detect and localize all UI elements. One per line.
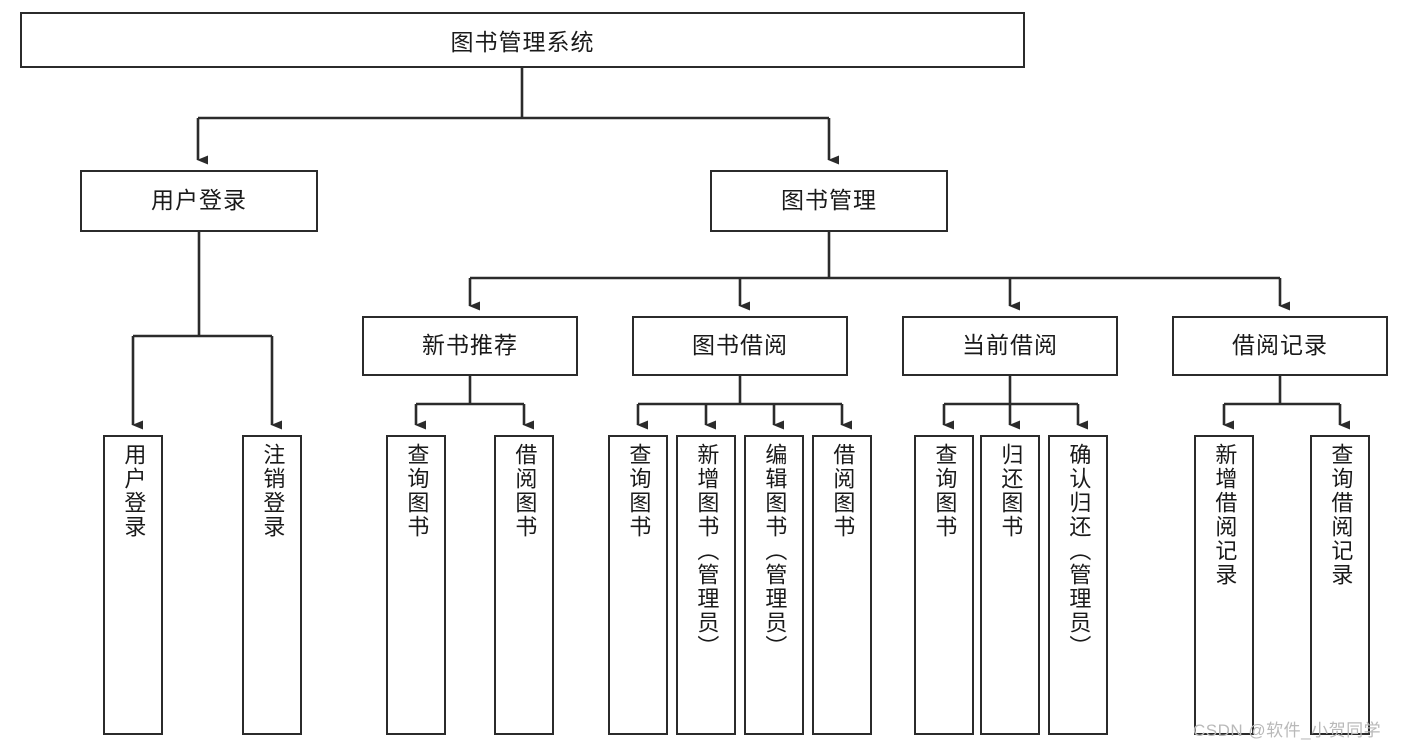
leaf-query-record[interactable]: 查询借阅记录 xyxy=(1310,435,1370,735)
node-user-login[interactable]: 用户登录 xyxy=(80,170,318,232)
leaf-label: 借阅图书 xyxy=(512,443,538,539)
leaf-add-record[interactable]: 新增借阅记录 xyxy=(1194,435,1254,735)
leaf-borrow-book-1[interactable]: 借阅图书 xyxy=(494,435,554,735)
leaf-edit-book[interactable]: 编辑图书（管理员） xyxy=(744,435,804,735)
leaf-query-book-2[interactable]: 查询图书 xyxy=(608,435,668,735)
node-current-borrow[interactable]: 当前借阅 xyxy=(902,316,1118,376)
leaf-query-book-1[interactable]: 查询图书 xyxy=(386,435,446,735)
leaf-label: 新增借阅记录 xyxy=(1212,443,1238,587)
leaf-label: 注销登录 xyxy=(260,443,286,539)
node-new-book-recommend[interactable]: 新书推荐 xyxy=(362,316,578,376)
leaf-return-book[interactable]: 归还图书 xyxy=(980,435,1040,735)
csdn-watermark: CSDN @软件_小贺同学 xyxy=(1193,721,1382,740)
node-root[interactable]: 图书管理系统 xyxy=(20,12,1025,68)
leaf-label: 用户登录 xyxy=(121,443,147,539)
leaf-user-login[interactable]: 用户登录 xyxy=(103,435,163,735)
leaf-label: 查询借阅记录 xyxy=(1328,443,1354,587)
leaf-label: 新增图书（管理员） xyxy=(694,443,720,659)
node-book-borrow[interactable]: 图书借阅 xyxy=(632,316,848,376)
node-borrow-record[interactable]: 借阅记录 xyxy=(1172,316,1388,376)
node-book-manage[interactable]: 图书管理 xyxy=(710,170,948,232)
leaf-borrow-book-2[interactable]: 借阅图书 xyxy=(812,435,872,735)
leaf-query-book-3[interactable]: 查询图书 xyxy=(914,435,974,735)
leaf-user-logout[interactable]: 注销登录 xyxy=(242,435,302,735)
leaf-confirm-return[interactable]: 确认归还（管理员） xyxy=(1048,435,1108,735)
leaf-label: 归还图书 xyxy=(998,443,1024,539)
leaf-label: 确认归还（管理员） xyxy=(1066,443,1092,659)
leaf-label: 编辑图书（管理员） xyxy=(762,443,788,659)
leaf-label: 查询图书 xyxy=(626,443,652,539)
leaf-label: 查询图书 xyxy=(404,443,430,539)
leaf-label: 借阅图书 xyxy=(830,443,856,539)
leaf-add-book[interactable]: 新增图书（管理员） xyxy=(676,435,736,735)
leaf-label: 查询图书 xyxy=(932,443,958,539)
